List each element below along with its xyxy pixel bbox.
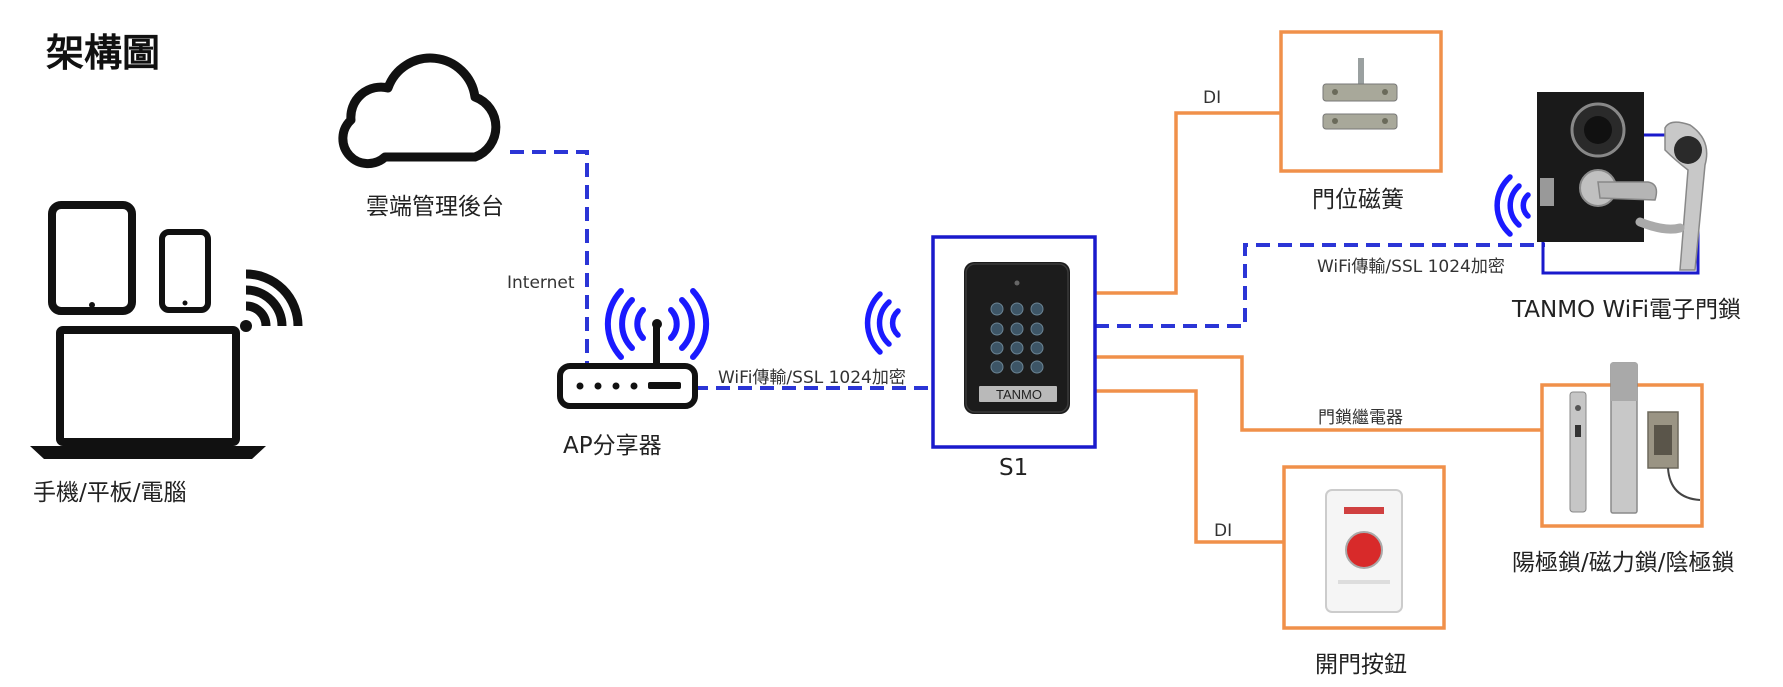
wifi-lock-label: TANMO WiFi電子門鎖 xyxy=(1512,297,1742,323)
di-sensor-link-label: DI xyxy=(1203,88,1222,108)
cloud-label: 雲端管理後台 xyxy=(366,194,504,220)
wifi-lock-link-label: WiFi傳輸/SSL 1024加密 xyxy=(1317,257,1505,277)
door-sensor-icon xyxy=(1322,58,1398,130)
devices-wifi-icon xyxy=(240,269,303,332)
relay-link-label: 門鎖繼電器 xyxy=(1318,408,1403,428)
keypad-device: TANMO xyxy=(964,262,1070,414)
exit-button-icon xyxy=(1325,489,1403,613)
wired-links xyxy=(1095,111,1542,544)
wifi-lock-icon xyxy=(1537,92,1708,271)
devices-icon xyxy=(30,201,266,459)
devices-label: 手機/平板/電腦 xyxy=(33,480,187,506)
tablet-icon xyxy=(48,201,136,315)
internet-link-label: Internet xyxy=(507,273,575,293)
wifi-router-link-label: WiFi傳輸/SSL 1024加密 xyxy=(718,368,906,388)
exit-button-frame xyxy=(1282,465,1446,630)
controller-frame xyxy=(931,235,1097,449)
router-label: AP分享器 xyxy=(563,433,662,459)
door-sensor-label: 門位磁簧 xyxy=(1312,187,1404,213)
controller-wifi-signal-icon xyxy=(864,291,901,355)
link-relay xyxy=(1095,355,1542,432)
keypad-brand-label: TANMO xyxy=(996,387,1042,402)
phone-icon xyxy=(159,229,211,313)
cloud-icon xyxy=(338,53,501,169)
door-sensor-frame xyxy=(1279,30,1443,173)
electric-locks-icon xyxy=(1569,362,1701,514)
lock-wifi-signal-icon xyxy=(1494,174,1531,237)
wifi-links xyxy=(510,150,1545,392)
link-di-button xyxy=(1095,389,1284,544)
controller-label: S1 xyxy=(999,455,1029,481)
link-di-sensor xyxy=(1095,111,1281,295)
exit-button-label: 開門按鈕 xyxy=(1315,652,1407,678)
link-cloud-router xyxy=(510,150,589,392)
router-wifi-signal-icon xyxy=(604,288,710,360)
laptop-icon xyxy=(56,326,240,446)
diagram-title: 架構圖 xyxy=(46,31,161,75)
di-button-link-label: DI xyxy=(1214,521,1233,541)
electric-locks-label: 陽極鎖/磁力鎖/陰極鎖 xyxy=(1512,550,1735,576)
router-icon xyxy=(557,319,698,409)
link-controller-wifilock xyxy=(1095,243,1545,328)
